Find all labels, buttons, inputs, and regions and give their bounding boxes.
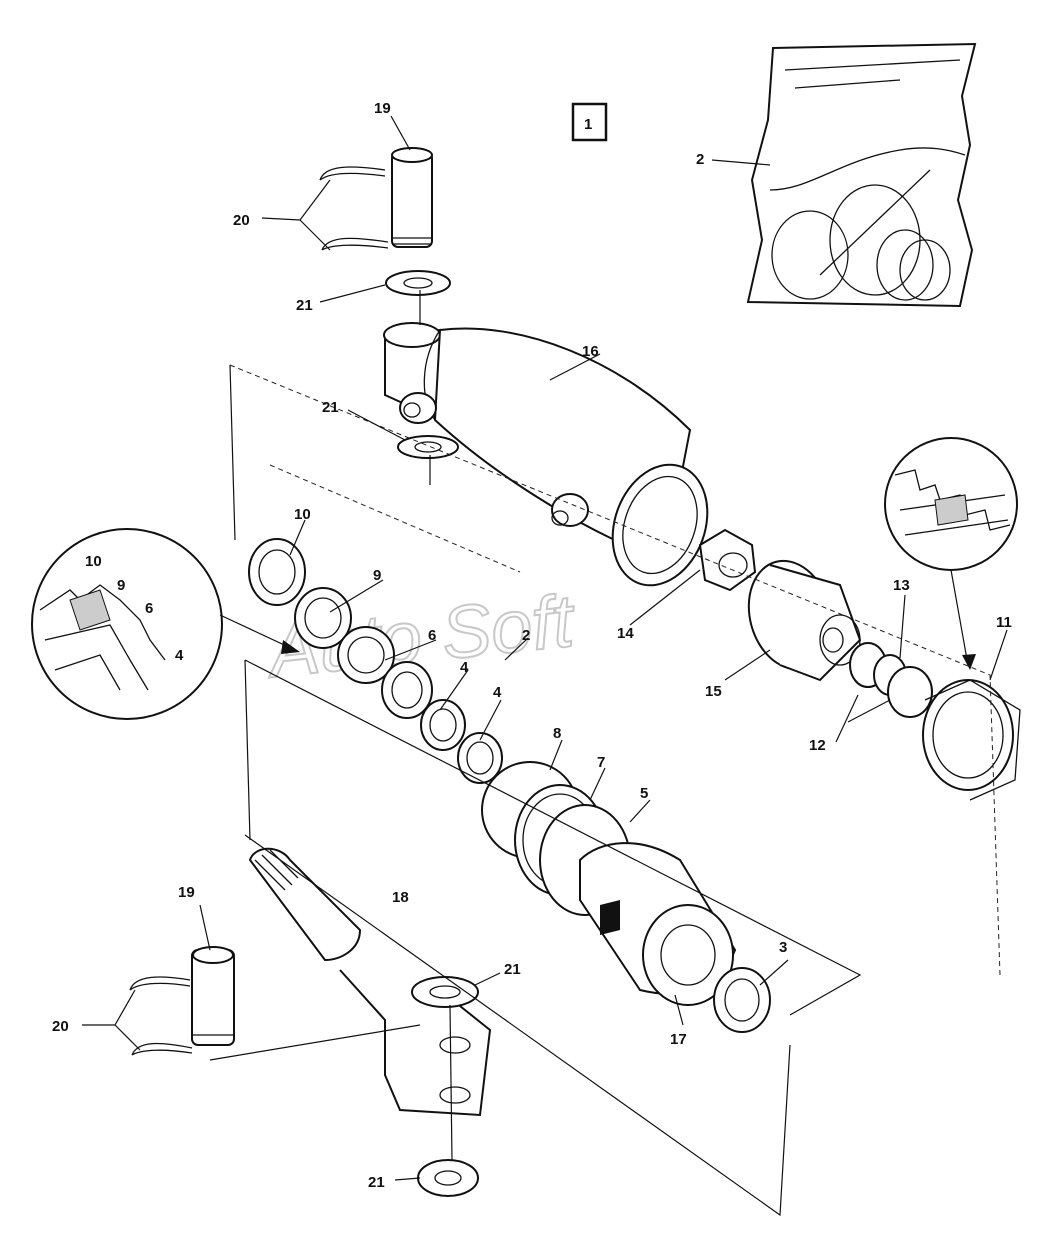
callout-21-bottom-upper: 21 xyxy=(504,961,521,978)
callout-9: 9 xyxy=(373,567,381,584)
callout-14: 14 xyxy=(617,625,634,642)
top-pin xyxy=(391,147,433,248)
piston xyxy=(747,559,862,682)
callout-8: 8 xyxy=(553,725,561,742)
callout-4b: 4 xyxy=(493,684,502,701)
callout-5: 5 xyxy=(640,785,648,802)
o-rings xyxy=(849,642,933,718)
cylinder-barrel xyxy=(383,322,709,587)
bottom-washer-upper xyxy=(411,976,479,1008)
callout-labels: 19 20 21 16 21 2 10 9 6 4 4 2 14 15 13 1… xyxy=(52,100,1012,1191)
callout-2-bag: 2 xyxy=(696,151,704,168)
callout-17: 17 xyxy=(670,1031,687,1048)
callout-21-bottom-lower: 21 xyxy=(368,1174,385,1191)
callout-15: 15 xyxy=(705,683,722,700)
callout-21-top: 21 xyxy=(296,297,313,314)
detail-left-9: 9 xyxy=(117,577,125,594)
callout-19-bottom: 19 xyxy=(178,884,195,901)
leader-lines xyxy=(82,115,1008,1181)
callout-10: 10 xyxy=(294,506,311,523)
top-clips xyxy=(319,166,389,251)
callout-4a: 4 xyxy=(460,659,469,676)
seal-kit-bag xyxy=(746,42,977,308)
callout-16: 16 xyxy=(582,343,599,360)
callout-12: 12 xyxy=(809,737,826,754)
box-label: 1 xyxy=(571,102,608,142)
callout-20-top: 20 xyxy=(233,212,250,229)
bottom-clips xyxy=(129,976,193,1056)
construction-lines xyxy=(209,290,1001,1217)
callout-11: 11 xyxy=(996,614,1012,631)
callout-3: 3 xyxy=(779,939,787,956)
box-label-text: 1 xyxy=(584,116,592,133)
bottom-pin xyxy=(191,946,235,1046)
callout-6: 6 xyxy=(428,627,436,644)
top-washer xyxy=(385,270,451,296)
detail-arrow-right xyxy=(950,569,969,666)
callout-2: 2 xyxy=(522,627,530,644)
callout-19-top: 19 xyxy=(374,100,391,117)
detail-circle-right xyxy=(884,437,1018,571)
detail-left-4: 4 xyxy=(175,647,184,664)
mid-washer xyxy=(397,435,459,459)
wiper xyxy=(713,967,771,1033)
rod-piston-head xyxy=(579,842,737,1006)
callout-18: 18 xyxy=(392,889,409,906)
detail-circle-left: 10 9 6 4 xyxy=(31,528,223,720)
gland xyxy=(922,679,1021,801)
seal-rings xyxy=(248,538,503,784)
detail-left-10: 10 xyxy=(85,553,102,570)
nut xyxy=(698,528,757,592)
callout-13: 13 xyxy=(893,577,910,594)
callout-7: 7 xyxy=(597,754,605,771)
bottom-washer-lower xyxy=(417,1159,479,1197)
callout-21-mid: 21 xyxy=(322,399,339,416)
detail-left-6: 6 xyxy=(145,600,153,617)
callout-20-bottom: 20 xyxy=(52,1018,69,1035)
